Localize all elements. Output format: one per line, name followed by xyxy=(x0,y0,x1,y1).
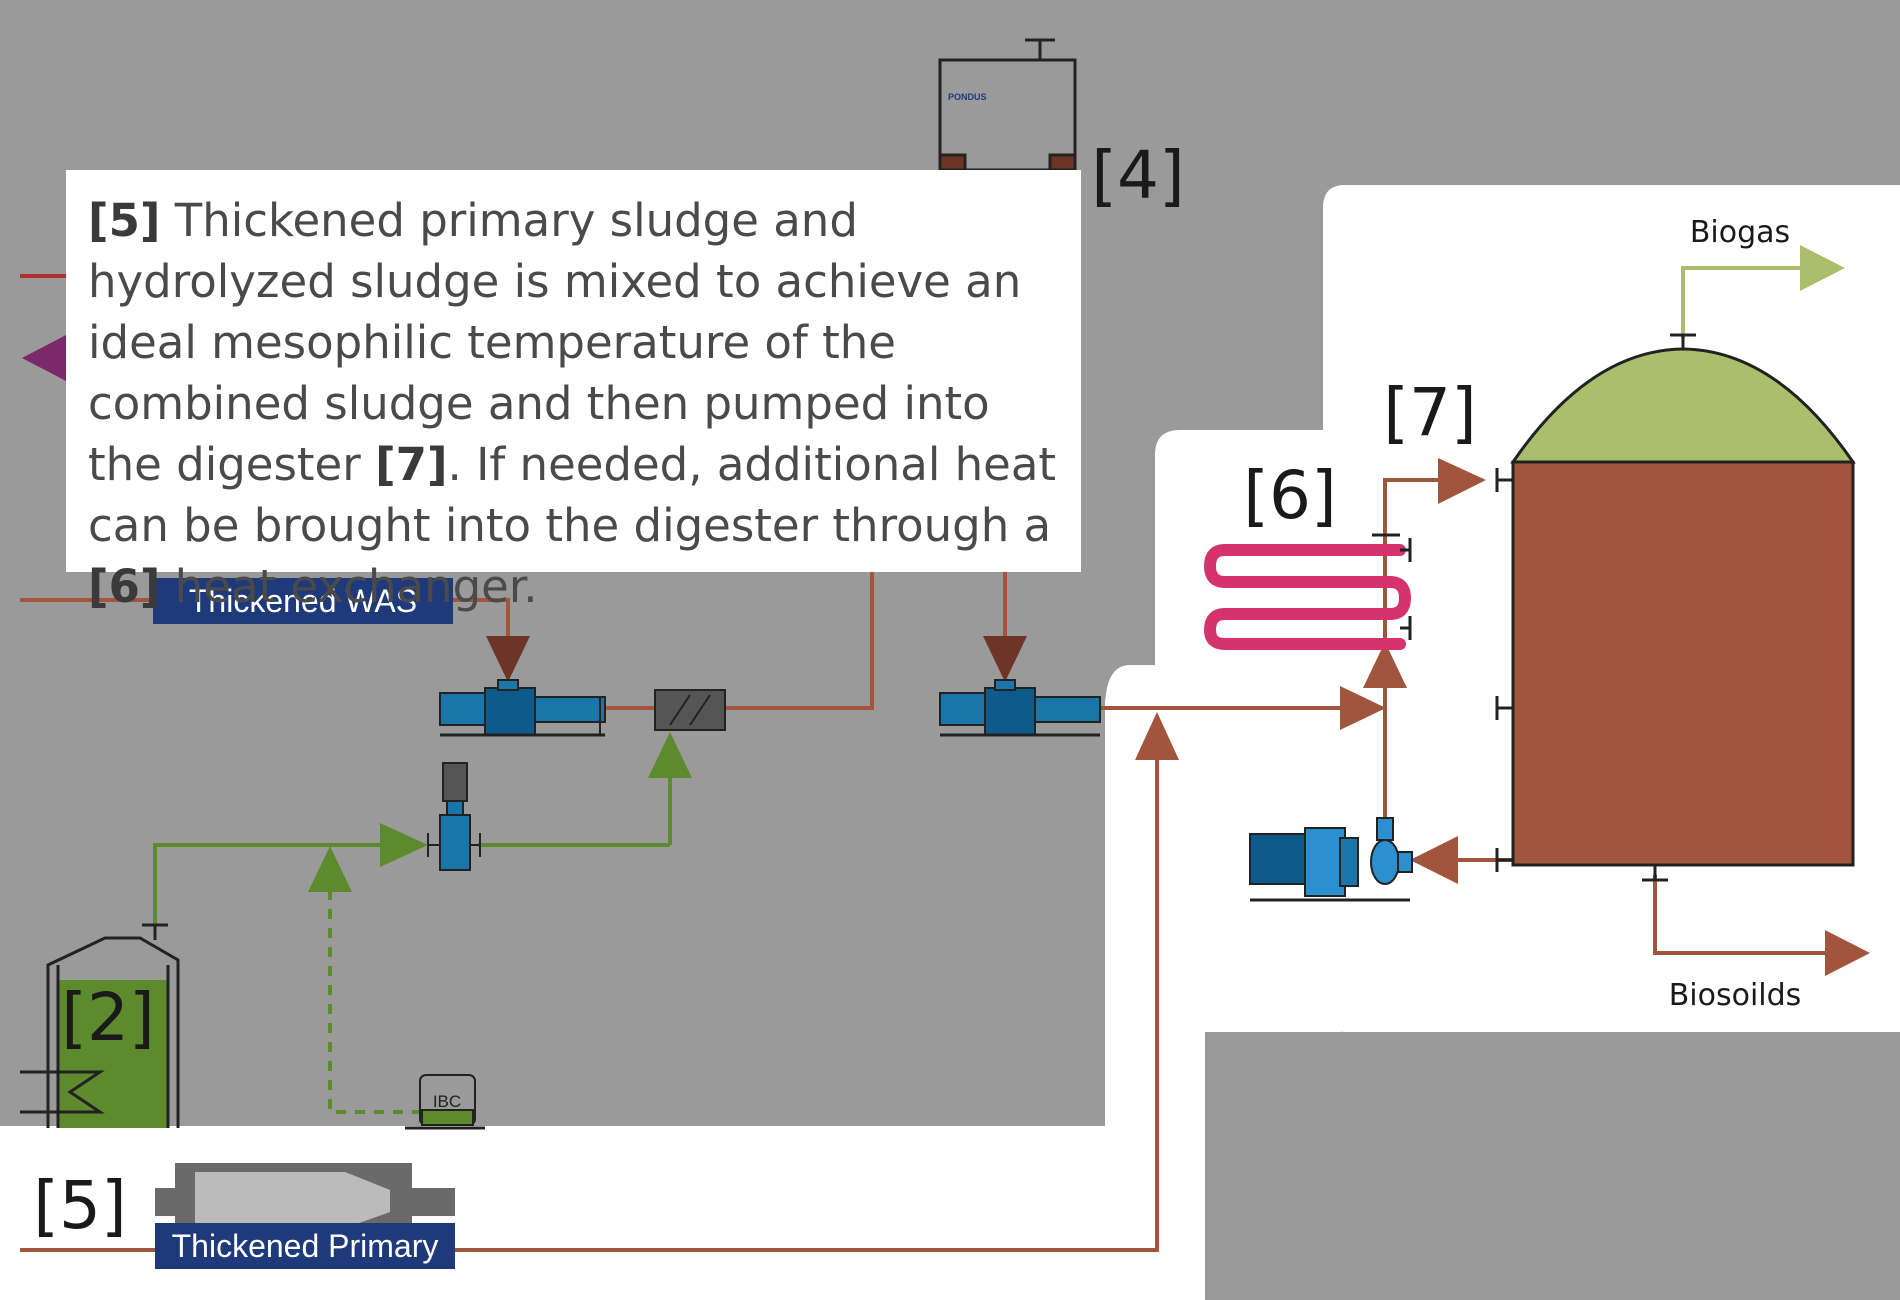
arrow-up-hx xyxy=(1363,642,1407,688)
callout-ref-7: [7] xyxy=(375,438,448,491)
biosolids-label: Biosoilds xyxy=(1669,978,1802,1013)
heat-exchanger xyxy=(1203,544,1412,650)
tag-7: [7] xyxy=(1383,374,1477,451)
arrow-down-mixer xyxy=(983,636,1027,682)
polymer-dosing-pump xyxy=(427,762,481,871)
static-mixer xyxy=(654,689,726,731)
callout-text: [5] Thickened primary sludge and hydroly… xyxy=(88,190,1059,617)
arrow-up-polymer xyxy=(648,732,692,778)
arrow-right-mix xyxy=(1340,686,1386,730)
arrow-left-recirc xyxy=(1410,836,1458,884)
centrifuge xyxy=(155,1163,455,1236)
biogas-pipe xyxy=(1681,266,1800,338)
callout-part-3: heat exchanger. xyxy=(160,560,538,613)
polymer-pipes xyxy=(153,775,672,1114)
arrow-up-dosing xyxy=(308,846,352,892)
arrow-right-polymer xyxy=(380,823,428,867)
tag-6: [6] xyxy=(1243,457,1337,534)
ibc-label: IBC xyxy=(433,1092,461,1111)
mixed-sludge-pump xyxy=(939,679,1101,737)
was-pump xyxy=(439,679,606,737)
tank-4 xyxy=(938,38,1077,172)
tag-2: [2] xyxy=(61,979,155,1056)
callout-ref-5: [5] xyxy=(88,194,161,247)
tag-5: [5] xyxy=(33,1167,127,1244)
purple-arrow xyxy=(22,335,66,381)
description-callout: [5] Thickened primary sludge and hydroly… xyxy=(66,170,1081,613)
callout-ref-6: [6] xyxy=(88,560,161,613)
arrow-up-primary xyxy=(1135,712,1179,760)
thickened-primary-label-bg xyxy=(155,1223,455,1269)
thickened-was-label-bg xyxy=(153,578,453,624)
arrow-right-biosolids xyxy=(1825,930,1870,976)
recirculation-pump xyxy=(1249,817,1413,902)
polymer-tank xyxy=(20,923,180,1128)
thickened-primary-label: Thickened Primary xyxy=(172,1228,439,1264)
flow-arrows xyxy=(308,245,1870,976)
digester xyxy=(1495,333,1856,882)
arrow-right-biogas xyxy=(1800,245,1845,291)
arrow-right-digester xyxy=(1438,458,1486,504)
tank-brand: PONDUS xyxy=(948,92,987,102)
thickened-was-label: Thickened WAS xyxy=(189,583,417,619)
callout-part-1: Thickened primary sludge and hydrolyzed … xyxy=(88,194,1022,491)
biogas-label: Biogas xyxy=(1690,215,1790,250)
callout-part-2: . If needed, additional heat can be brou… xyxy=(88,438,1057,552)
ibc-container xyxy=(405,1074,485,1130)
tag-4: [4] xyxy=(1091,137,1185,214)
arrow-down-was xyxy=(486,636,530,682)
